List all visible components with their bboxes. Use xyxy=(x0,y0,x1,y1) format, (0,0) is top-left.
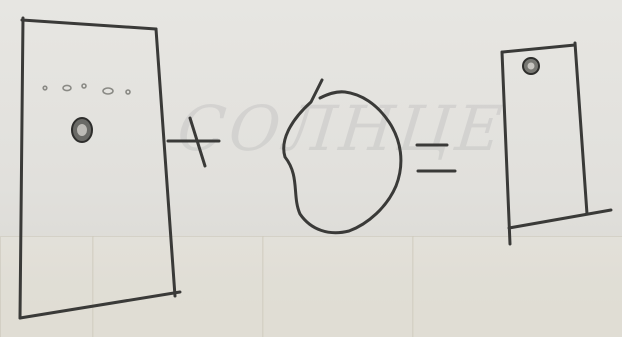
dot xyxy=(42,85,48,91)
equals-sign xyxy=(415,143,457,173)
result-box-circle xyxy=(522,57,540,75)
dot xyxy=(81,83,87,89)
paper-cell xyxy=(262,236,414,337)
paper-cell xyxy=(0,236,94,337)
paper-lower-area xyxy=(0,232,622,337)
first-box-dots xyxy=(42,83,131,95)
first-rectangle xyxy=(18,16,182,320)
paper-cell xyxy=(92,236,264,337)
first-box-circle xyxy=(71,117,93,143)
dot xyxy=(102,87,114,95)
plus-sign xyxy=(166,116,221,168)
dot xyxy=(125,89,131,95)
result-rectangle xyxy=(500,41,613,246)
paper-cell xyxy=(412,236,622,337)
blob-shape xyxy=(282,78,403,235)
dot xyxy=(62,84,72,92)
